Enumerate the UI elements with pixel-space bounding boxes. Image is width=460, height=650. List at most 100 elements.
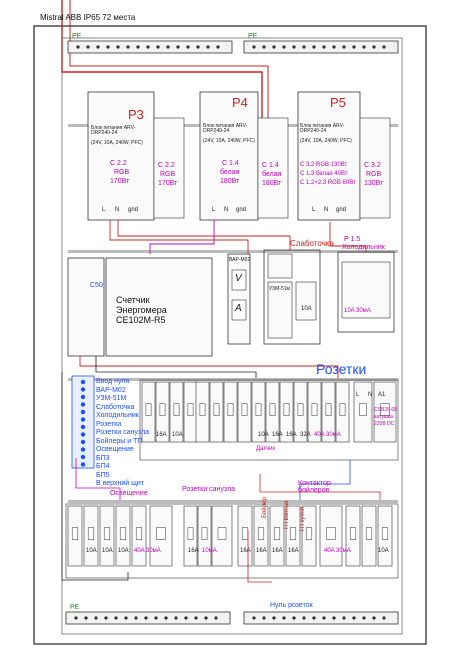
terminal-block [71, 375, 95, 469]
psu-p5-term-gnd: gnd [336, 207, 347, 213]
legend-item: Розетки санузла [96, 429, 149, 436]
bus-screw [262, 45, 266, 49]
breaker-toggle [227, 403, 234, 416]
breaker-toggle [87, 527, 95, 540]
legend-item: УЗМ-51М [96, 395, 127, 402]
terminal-screw [80, 394, 86, 400]
breaker-toggle [359, 403, 367, 416]
wire-red-f [247, 530, 272, 583]
bus-screw [184, 616, 188, 620]
bus-screw [186, 45, 190, 49]
psu-p3-spec: (24V, 10A, 240W, PFC) [91, 140, 143, 146]
psu-p4-side-3: 180Вт [262, 180, 282, 187]
bottom-rating-rcd: 10мА [202, 548, 217, 554]
bus-screw [332, 616, 336, 620]
bus-screw [322, 616, 326, 620]
psu-p3-term-gnd: gnd [128, 207, 139, 213]
bus-screw [104, 616, 108, 620]
bus-screw [322, 45, 326, 49]
breaker-toggle [241, 527, 249, 540]
breaker-toggle [257, 527, 265, 540]
panel-title: Mistral ABB IP65 72 места [40, 13, 136, 22]
terminal-screw [80, 417, 86, 422]
breaker-toggle [145, 403, 152, 416]
bus-screw [74, 616, 78, 620]
wire-red-d [79, 356, 339, 378]
psu-p4-side-1: C 1.4 [262, 162, 279, 169]
bus-screw [352, 616, 356, 620]
bus-screw [312, 616, 316, 620]
wire-red-b [117, 220, 291, 250]
sanuzel-label: Розетки санузла [182, 486, 235, 493]
breaker-toggle [380, 403, 390, 416]
bus-screw [216, 45, 220, 49]
wire-black-b [61, 372, 129, 581]
terminal-screw [80, 439, 86, 445]
legend-item: Слаботочка [96, 403, 135, 411]
legend-item: Розетки [96, 420, 122, 428]
bus-screw [252, 45, 256, 49]
meter-label-2: Энергомера [116, 305, 167, 315]
socket-n: N [368, 392, 373, 398]
low-current-breaker: 10A [301, 306, 312, 312]
enclosure-inner [61, 37, 403, 635]
bus-screw [282, 45, 286, 49]
breaker-toggle [283, 403, 290, 416]
relay-var-m02 [227, 253, 251, 345]
neutral-label-bottom: Нуль розеток [270, 602, 313, 609]
bottom-rating: 10A [86, 548, 97, 554]
bus-screw [106, 45, 110, 49]
bottom-rating-rcd: 40A 30мА [324, 548, 351, 554]
socket-sensor: Датчик [256, 446, 276, 452]
contactor-coil: катушка [374, 414, 393, 420]
relay-name: ВАР-М02 [229, 257, 251, 263]
psu-p4-name: P4 [232, 95, 248, 110]
din-rail-3 [68, 378, 398, 381]
psu-p3 [87, 91, 185, 221]
bus-screw [362, 45, 366, 49]
bus-screw [96, 45, 100, 49]
bus-screw [252, 616, 256, 620]
bus-screw [134, 616, 138, 620]
bus-screw [86, 45, 90, 49]
bus-screw [352, 45, 356, 49]
legend-item: БП3 [96, 454, 110, 462]
psu-p4-load-3: 180Вт [220, 178, 240, 185]
psu-p5-spec: (24V, 10A, 240W, PFC) [300, 138, 352, 144]
bus-screw [136, 45, 140, 49]
pe-bus-bottom [65, 611, 231, 625]
middle-row-frame [139, 379, 399, 461]
psu-p3-term-n: N [115, 207, 120, 213]
breaker-toggle [187, 527, 194, 540]
breaker-toggle [135, 527, 143, 540]
terminal-screw [80, 447, 86, 452]
breaker-toggle [71, 527, 79, 540]
breaker-toggle [103, 527, 111, 540]
legend-item: Бойлеры и ТП [96, 437, 143, 445]
legend-item: ВАР-М02 [96, 386, 126, 394]
feed-line-red-2 [69, 0, 269, 124]
bus-screw [166, 45, 170, 49]
socket-rating: 32A [300, 432, 311, 438]
psu-p5-side-3: 130Вт [364, 180, 384, 187]
breaker-toggle [201, 527, 208, 540]
bus-screw [154, 616, 158, 620]
breaker-toggle [187, 403, 194, 416]
psu-p3-load-2: RGB [114, 169, 130, 176]
psu-p5-desc: Блок питания ARV-DRP240-24 [300, 123, 345, 134]
psu-p3-load-1: C 2.2 [110, 160, 127, 167]
wire-purple-a [149, 220, 215, 254]
breaker-toggle [159, 403, 166, 416]
sockets-title: Розетки [316, 361, 367, 377]
terminal-screw [80, 424, 86, 430]
bus-screw [164, 616, 168, 620]
enclosure-outline [33, 25, 427, 645]
bus-screw [372, 45, 376, 49]
bus-screw [176, 45, 180, 49]
bus-screw [174, 616, 178, 620]
socket-rating: 16A [272, 432, 283, 438]
breaker-toggle [217, 527, 227, 540]
wire-red-a [109, 220, 249, 254]
breaker-toggle [365, 527, 373, 540]
